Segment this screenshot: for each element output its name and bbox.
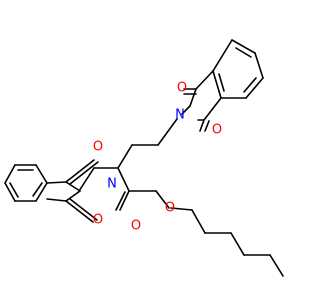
bond [269, 254, 284, 277]
bond [115, 191, 126, 211]
bond [4, 182, 16, 202]
upper-phthalimide-group [181, 39, 264, 132]
bond [181, 105, 191, 115]
atom-labels: O O N O N O O O [93, 81, 222, 234]
bond [4, 164, 16, 184]
bond [204, 120, 210, 132]
bond [157, 118, 178, 146]
bond [254, 52, 264, 79]
atom-o-left-top: O [93, 140, 103, 155]
atom-o-top-right: O [212, 123, 222, 138]
alkyl-chain [78, 118, 178, 192]
bond [231, 39, 256, 54]
bond [170, 207, 193, 211]
bond [46, 198, 67, 202]
atom-o-ester-link: O [165, 201, 175, 216]
bond [65, 190, 81, 202]
bond [65, 181, 81, 192]
bond [191, 209, 206, 234]
bond [218, 73, 225, 92]
bond [195, 70, 214, 90]
atom-o-ester-carbonyl: O [131, 219, 141, 234]
bond [69, 198, 98, 221]
bond [243, 77, 257, 93]
bond [212, 39, 233, 72]
bond [119, 190, 130, 211]
atom-o-top-left: O [177, 81, 187, 96]
bond [245, 77, 264, 99]
left-phthalimide-group [4, 159, 99, 223]
bond [230, 232, 245, 256]
bond [203, 97, 222, 121]
bond [117, 144, 133, 169]
bond [35, 164, 48, 184]
bond [32, 182, 43, 197]
bond [9, 182, 19, 198]
bond [65, 159, 95, 183]
bond [35, 182, 48, 202]
bond [199, 119, 205, 132]
bond [65, 200, 94, 223]
molecular-structure-diagram: O O N O N O O O [4, 39, 284, 277]
hexyl-chain [170, 207, 284, 277]
ester-group [115, 167, 170, 211]
bond [117, 167, 130, 192]
atom-n-left: N [107, 177, 117, 192]
bond [212, 70, 222, 99]
bond [78, 167, 95, 192]
bond [69, 161, 99, 185]
bond [46, 181, 67, 184]
bond [235, 47, 252, 58]
atom-o-left-bottom: O [93, 213, 103, 228]
bond [155, 190, 170, 209]
bond [189, 88, 197, 107]
atom-n-top: N [175, 108, 185, 123]
